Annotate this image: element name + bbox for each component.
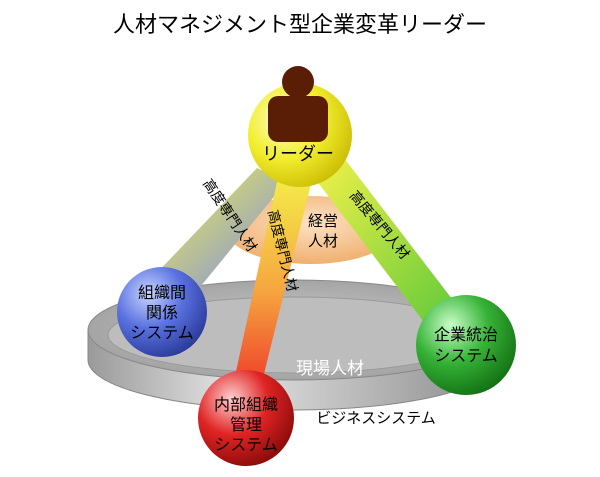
page-title: 人材マネジメント型企業変革リーダー [113,13,487,38]
management-label-2: 人材 [308,232,338,250]
management-label-1: 経営 [308,212,338,230]
beam-center [232,168,314,390]
beam-left [152,168,286,292]
governance-node: 企業統治 システム [416,295,516,395]
beam-right [310,158,462,330]
internal-org-label-3: システム [214,435,278,454]
org-relations-label-2: 関係 [146,303,178,322]
internal-org-label-2: 管理 [230,415,262,434]
leader-node: リーダー [248,66,352,187]
field-staff-label: 現場人材 [296,359,364,379]
org-relations-node: 組織間 関係 システム [117,267,207,357]
org-relations-label-3: システム [130,323,194,342]
governance-label-2: システム [434,346,498,365]
governance-label-1: 企業統治 [434,325,498,344]
business-system-label: ビジネスシステム [316,409,436,427]
person-body-icon [268,96,328,142]
internal-org-node: 内部組織 管理 システム [198,370,294,466]
leader-label: リーダー [262,144,334,165]
person-head-icon [282,66,314,98]
internal-org-label-1: 内部組織 [214,395,278,414]
org-relations-label-1: 組織間 [138,283,186,302]
